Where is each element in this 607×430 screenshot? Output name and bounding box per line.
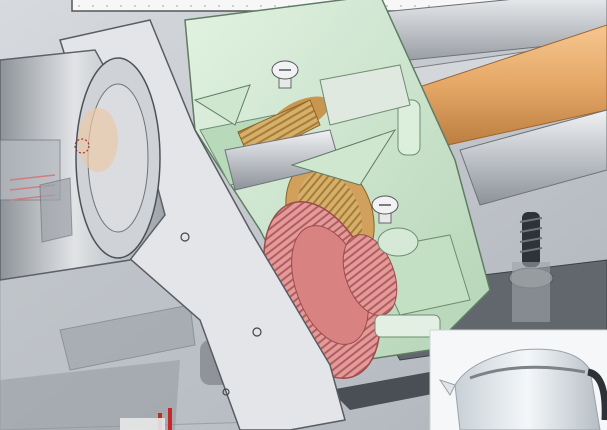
guide-rod-lower <box>459 109 607 206</box>
kettle-inset-photo <box>429 329 607 430</box>
red-marker <box>120 408 172 430</box>
left-connector-detail <box>0 139 73 243</box>
plate-screws <box>271 60 399 224</box>
gear-shafts <box>224 64 441 338</box>
threaded-screw <box>508 212 554 322</box>
triangle-brace <box>193 84 397 186</box>
red-gear-small <box>342 234 398 316</box>
